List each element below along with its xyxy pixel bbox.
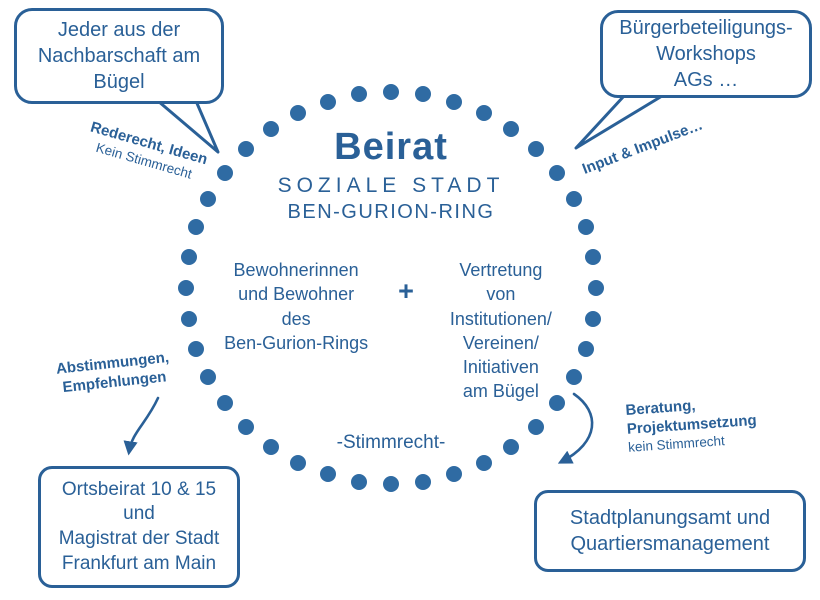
ring-dot <box>188 340 205 357</box>
ring-dot <box>476 105 493 122</box>
ring-dot <box>217 164 234 181</box>
note-beratung: Beratung, Projektumsetzung kein Stimmrec… <box>625 393 759 456</box>
subtitle-soziale-stadt: SOZIALE STADT <box>277 174 505 197</box>
ring-dot <box>577 219 594 236</box>
ring-dot <box>200 191 217 208</box>
ring-dot <box>262 121 279 138</box>
ring-dot <box>527 141 544 158</box>
group-bewohner: Bewohnerinnen und Bewohner des Ben-Gurio… <box>224 260 369 353</box>
ring-dot <box>415 86 432 103</box>
ring-dot <box>446 466 463 483</box>
ring-dot <box>503 438 520 455</box>
subtitle-ben-gurion-ring: BEN-GURION-RING <box>287 201 495 223</box>
ring-dot <box>383 476 399 492</box>
box-stadtplanungsamt-text: Stadtplanungsamt und Quartiersmanagement <box>569 507 771 555</box>
bubble-workshops-text: Bürgerbeteiligungs- Workshops AGs … <box>619 17 793 91</box>
box-stadtplanungsamt: Stadtplanungsamt und Quartiersmanagement <box>534 490 806 572</box>
note-input-impulse-bold: Input & Impulse… <box>580 116 706 178</box>
ring-dot <box>565 191 582 208</box>
box-ortsbeirat: Ortsbeirat 10 & 15 und Magistrat der Sta… <box>38 466 240 588</box>
group-institutionen: Vertretung von Institutionen/ Vereinen/ … <box>449 260 552 402</box>
ring-dot <box>217 395 234 412</box>
member-groups: Bewohnerinnen und Bewohner des Ben-Gurio… <box>186 258 596 404</box>
ring-dot <box>350 86 367 103</box>
ring-dot <box>565 368 582 385</box>
ring-dot <box>238 418 255 435</box>
ring-dot <box>188 219 205 236</box>
note-abstimmungen-bold: Abstimmungen, Empfehlungen <box>55 348 170 396</box>
ring-dot <box>585 249 602 266</box>
stimmrecht-label: -Stimmrecht- <box>336 432 446 453</box>
ring-dot <box>503 121 520 138</box>
ring-dot <box>350 473 367 490</box>
ring-dot <box>585 310 602 327</box>
ring-dot <box>289 105 306 122</box>
ring-dot <box>319 466 336 483</box>
page-title: Beirat <box>334 126 448 168</box>
ring-dot <box>319 93 336 110</box>
ring-dot <box>476 454 493 471</box>
box-ortsbeirat-text: Ortsbeirat 10 & 15 und Magistrat der Sta… <box>58 478 220 574</box>
ring-dot <box>180 310 197 327</box>
ring-dot <box>415 473 432 490</box>
plus-sign: + <box>398 276 414 306</box>
ring-dot <box>588 280 604 296</box>
ring-dot <box>527 418 544 435</box>
circle-center-content: Beirat SOZIALE STADT BEN-GURION-RING Bew… <box>186 126 596 404</box>
ring-dot <box>262 438 279 455</box>
bubble-neighborhood-text: Jeder aus der Nachbarschaft am Bügel <box>37 19 201 93</box>
bubble-workshops: Bürgerbeteiligungs- Workshops AGs … <box>600 10 812 98</box>
arrow-to-ortsbeirat <box>123 396 160 456</box>
ring-dot <box>178 280 194 296</box>
ring-dot <box>446 93 463 110</box>
bubble-neighborhood: Jeder aus der Nachbarschaft am Bügel <box>14 8 224 104</box>
note-input-impulse: Input & Impulse… <box>580 116 706 179</box>
ring-dot <box>238 141 255 158</box>
ring-dot <box>548 164 565 181</box>
note-abstimmungen: Abstimmungen, Empfehlungen <box>44 348 183 400</box>
ring-dot <box>577 340 594 357</box>
ring-dot <box>383 84 399 100</box>
ring-dot <box>180 249 197 266</box>
ring-dot <box>289 454 306 471</box>
ring-dot <box>200 368 217 385</box>
